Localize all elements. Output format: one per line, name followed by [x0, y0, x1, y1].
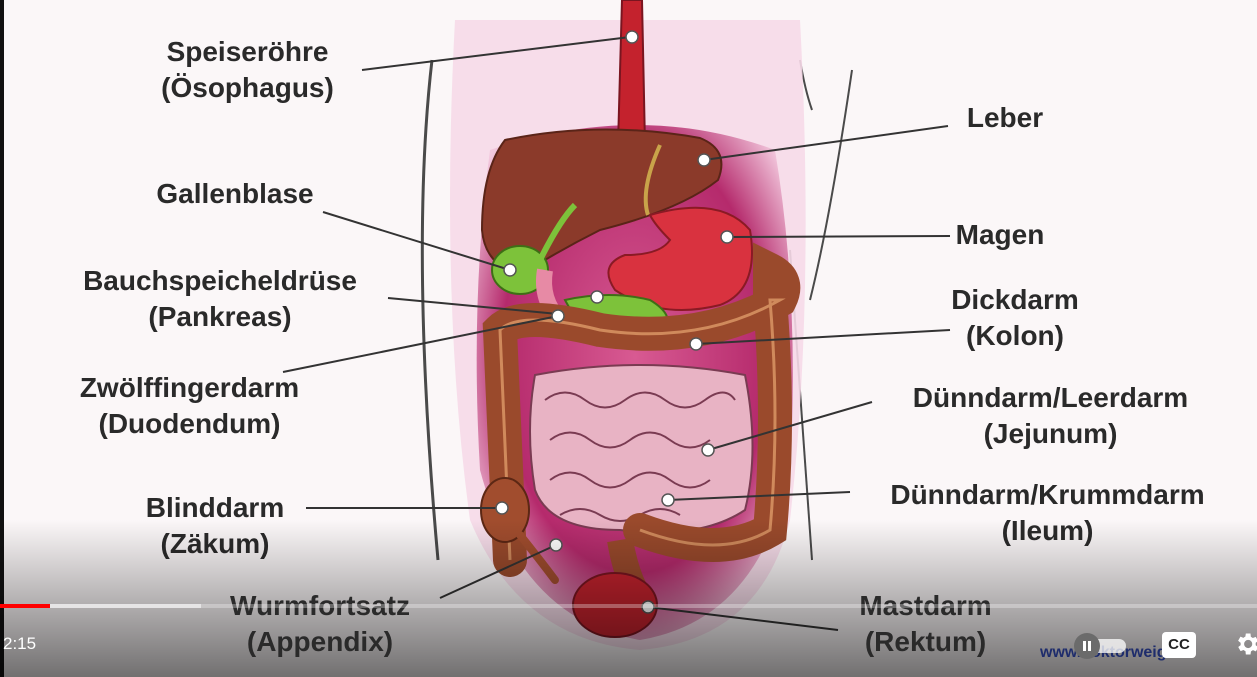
label-dickdarm-latin: (Kolon) [966, 320, 1064, 351]
label-speiseroehre-name: Speiseröhre [166, 36, 329, 67]
label-leber-name: Leber [966, 102, 1044, 133]
label-duenndarm-krummdarm: Dünndarm/Krummdarm (Ileum) [850, 477, 1245, 549]
label-bauchspeicheldruese-latin: (Pankreas) [148, 301, 292, 332]
player-edge [0, 0, 4, 677]
label-speiseroehre: Speiseröhre (Ösophagus) [150, 34, 345, 106]
label-blinddarm-name: Blinddarm [145, 492, 285, 523]
progress-played [0, 604, 51, 608]
gallbladder [491, 245, 549, 295]
label-gallenblase-name: Gallenblase [156, 178, 314, 209]
label-bauchspeicheldruese: Bauchspeicheldrüse (Pankreas) [55, 263, 385, 335]
label-duenndarm-krummdarm-latin: (Ileum) [1001, 515, 1094, 546]
liver [480, 128, 723, 277]
label-zwoelffingerdarm: Zwölffingerdarm (Duodendum) [52, 370, 327, 442]
progress-bar[interactable] [0, 604, 1257, 608]
label-leber: Leber [955, 100, 1055, 136]
label-mastdarm-name: Mastdarm [859, 590, 992, 621]
progress-buffered [0, 604, 202, 608]
esophagus [616, 0, 647, 146]
label-wurmfortsatz-name: Wurmfortsatz [230, 590, 410, 621]
label-duenndarm-leerdarm-latin: (Jejunum) [983, 418, 1118, 449]
settings-gear-icon[interactable] [1233, 630, 1257, 658]
label-wurmfortsatz: Wurmfortsatz (Appendix) [205, 588, 435, 660]
label-blinddarm-latin: (Zäkum) [160, 528, 270, 559]
small-intestine [529, 364, 754, 534]
label-mastdarm-latin: (Rektum) [864, 626, 987, 657]
label-dickdarm: Dickdarm (Kolon) [940, 282, 1090, 354]
label-magen: Magen [945, 217, 1055, 253]
label-duenndarm-krummdarm-name: Dünndarm/Krummdarm [890, 479, 1205, 510]
label-dickdarm-name: Dickdarm [951, 284, 1079, 315]
label-duenndarm-leerdarm: Dünndarm/Leerdarm (Jejunum) [878, 380, 1223, 452]
label-wurmfortsatz-latin: (Appendix) [246, 626, 394, 657]
torso-outline-left [420, 59, 440, 561]
label-bauchspeicheldruese-name: Bauchspeicheldrüse [83, 265, 357, 296]
label-speiseroehre-latin: (Ösophagus) [161, 72, 334, 103]
label-blinddarm: Blinddarm (Zäkum) [125, 490, 305, 562]
leader-lines [282, 36, 951, 631]
subtitles-button[interactable]: CC [1162, 632, 1196, 658]
label-zwoelffingerdarm-name: Zwölffingerdarm [79, 372, 300, 403]
label-mastdarm: Mastdarm (Rektum) [843, 588, 1008, 660]
current-time: 2:15 [3, 634, 37, 653]
label-duenndarm-leerdarm-name: Dünndarm/Leerdarm [912, 382, 1189, 413]
label-magen-name: Magen [955, 219, 1045, 250]
pause-icon [1074, 633, 1100, 659]
torso-outline-right [809, 69, 853, 301]
label-gallenblase: Gallenblase [140, 176, 330, 212]
autoplay-toggle[interactable] [1074, 633, 1126, 659]
label-zwoelffingerdarm-latin: (Duodendum) [98, 408, 281, 439]
